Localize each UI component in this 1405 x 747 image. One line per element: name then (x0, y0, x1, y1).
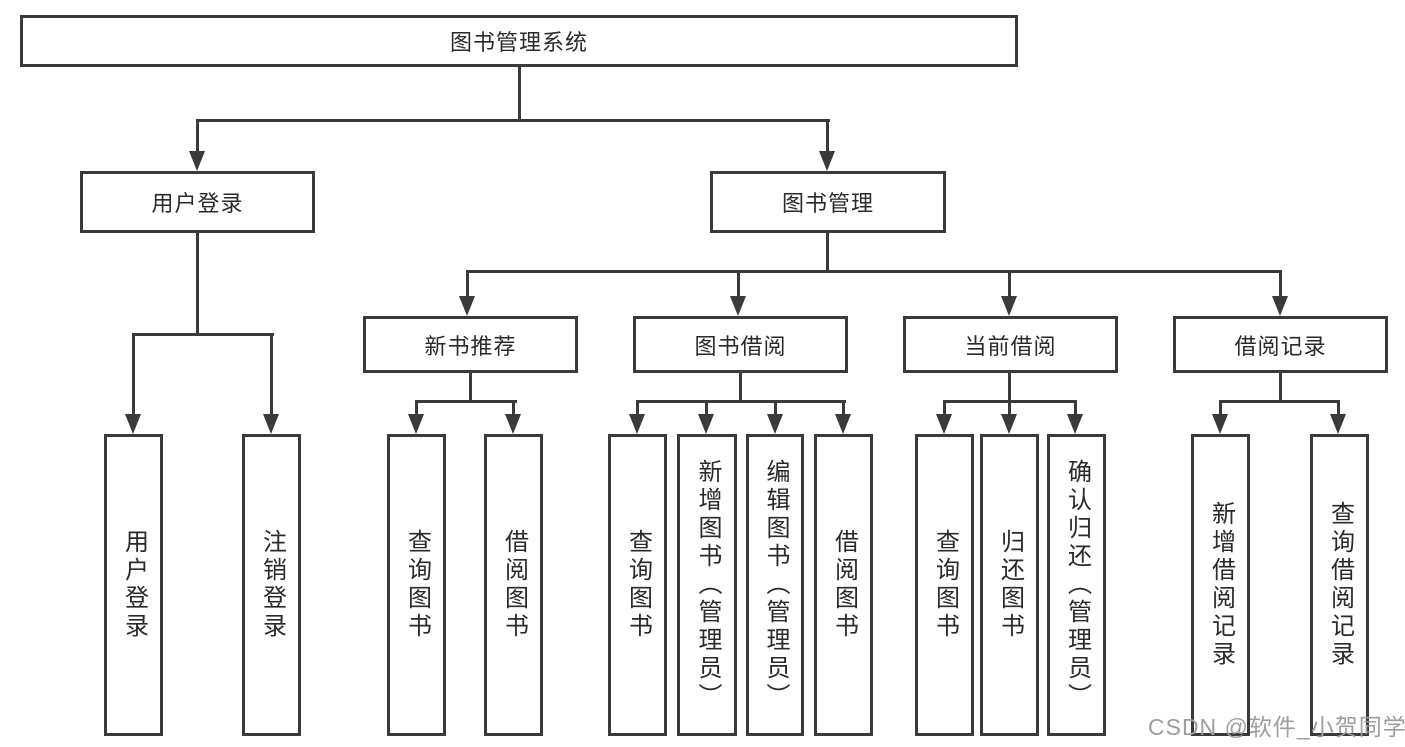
arrow-down-icon (125, 414, 141, 434)
leaf-query-books-current: 查询图书 (915, 434, 974, 736)
arrow-down-icon (1212, 414, 1228, 434)
leaf-edit-books-admin: 编辑图书（管理员） (746, 434, 804, 736)
connector-line (1279, 270, 1282, 297)
arrow-down-icon (263, 414, 279, 434)
connector-line (636, 400, 846, 403)
leaf-add-books-admin: 新增图书（管理员） (677, 434, 737, 736)
connector-line (415, 400, 517, 403)
leaf-borrow-books-recommend: 借阅图书 (484, 434, 543, 736)
connector-line (466, 270, 1282, 273)
leaf-query-books-borrow: 查询图书 (608, 434, 667, 736)
leaf-return-books: 归还图书 (980, 434, 1039, 736)
arrow-down-icon (819, 151, 835, 171)
arrow-down-icon (629, 414, 645, 434)
connector-line (705, 400, 708, 415)
connector-line (270, 333, 273, 415)
connector-line (737, 270, 740, 297)
connector-line (1008, 373, 1011, 403)
connector-line (132, 333, 135, 415)
arrow-down-icon (730, 296, 746, 316)
connector-line (196, 233, 199, 336)
connector-line (1008, 400, 1011, 415)
arrow-down-icon (1001, 414, 1017, 434)
leaf-borrow-books: 借阅图书 (814, 434, 873, 736)
connector-line (196, 119, 830, 122)
connector-line (842, 400, 845, 415)
watermark: CSDN @软件_小贺同学 (1148, 714, 1405, 740)
leaf-query-borrow-record: 查询借阅记录 (1310, 434, 1369, 736)
arrow-down-icon (698, 414, 714, 434)
arrow-down-icon (835, 414, 851, 434)
arrow-down-icon (1067, 414, 1083, 434)
connector-line (1008, 270, 1011, 297)
connector-line (826, 233, 829, 273)
connector-line (512, 400, 515, 415)
node-book-management: 图书管理 (710, 171, 946, 233)
node-new-book-recommend: 新书推荐 (363, 316, 578, 373)
connector-line (636, 400, 639, 415)
connector-line (466, 270, 469, 297)
leaf-logout: 注销登录 (242, 434, 301, 736)
connector-line (1337, 400, 1340, 415)
leaf-add-borrow-record: 新增借阅记录 (1191, 434, 1250, 736)
connector-line (1219, 400, 1222, 415)
connector-line (469, 373, 472, 403)
connector-line (1279, 373, 1282, 403)
connector-line (943, 400, 946, 415)
node-current-borrow: 当前借阅 (903, 316, 1118, 373)
connector-line (196, 119, 199, 153)
node-user-login: 用户登录 (80, 171, 315, 233)
connector-line (739, 373, 742, 403)
arrow-down-icon (189, 151, 205, 171)
connector-line (518, 67, 521, 121)
leaf-confirm-return-admin: 确认归还（管理员） (1047, 434, 1106, 736)
arrow-down-icon (505, 414, 521, 434)
node-book-borrow: 图书借阅 (633, 316, 848, 373)
arrow-down-icon (1272, 296, 1288, 316)
connector-line (826, 119, 829, 153)
arrow-down-icon (1001, 296, 1017, 316)
arrow-down-icon (459, 296, 475, 316)
leaf-query-books-recommend: 查询图书 (387, 434, 446, 736)
connector-line (132, 333, 274, 336)
connector-line (774, 400, 777, 415)
arrow-down-icon (1330, 414, 1346, 434)
arrow-down-icon (936, 414, 952, 434)
node-root: 图书管理系统 (20, 15, 1018, 67)
arrow-down-icon (408, 414, 424, 434)
connector-line (1074, 400, 1077, 415)
leaf-user-login: 用户登录 (104, 434, 163, 736)
connector-line (415, 400, 418, 415)
node-borrow-records: 借阅记录 (1173, 316, 1388, 373)
connector-line (1219, 400, 1340, 403)
arrow-down-icon (767, 414, 783, 434)
